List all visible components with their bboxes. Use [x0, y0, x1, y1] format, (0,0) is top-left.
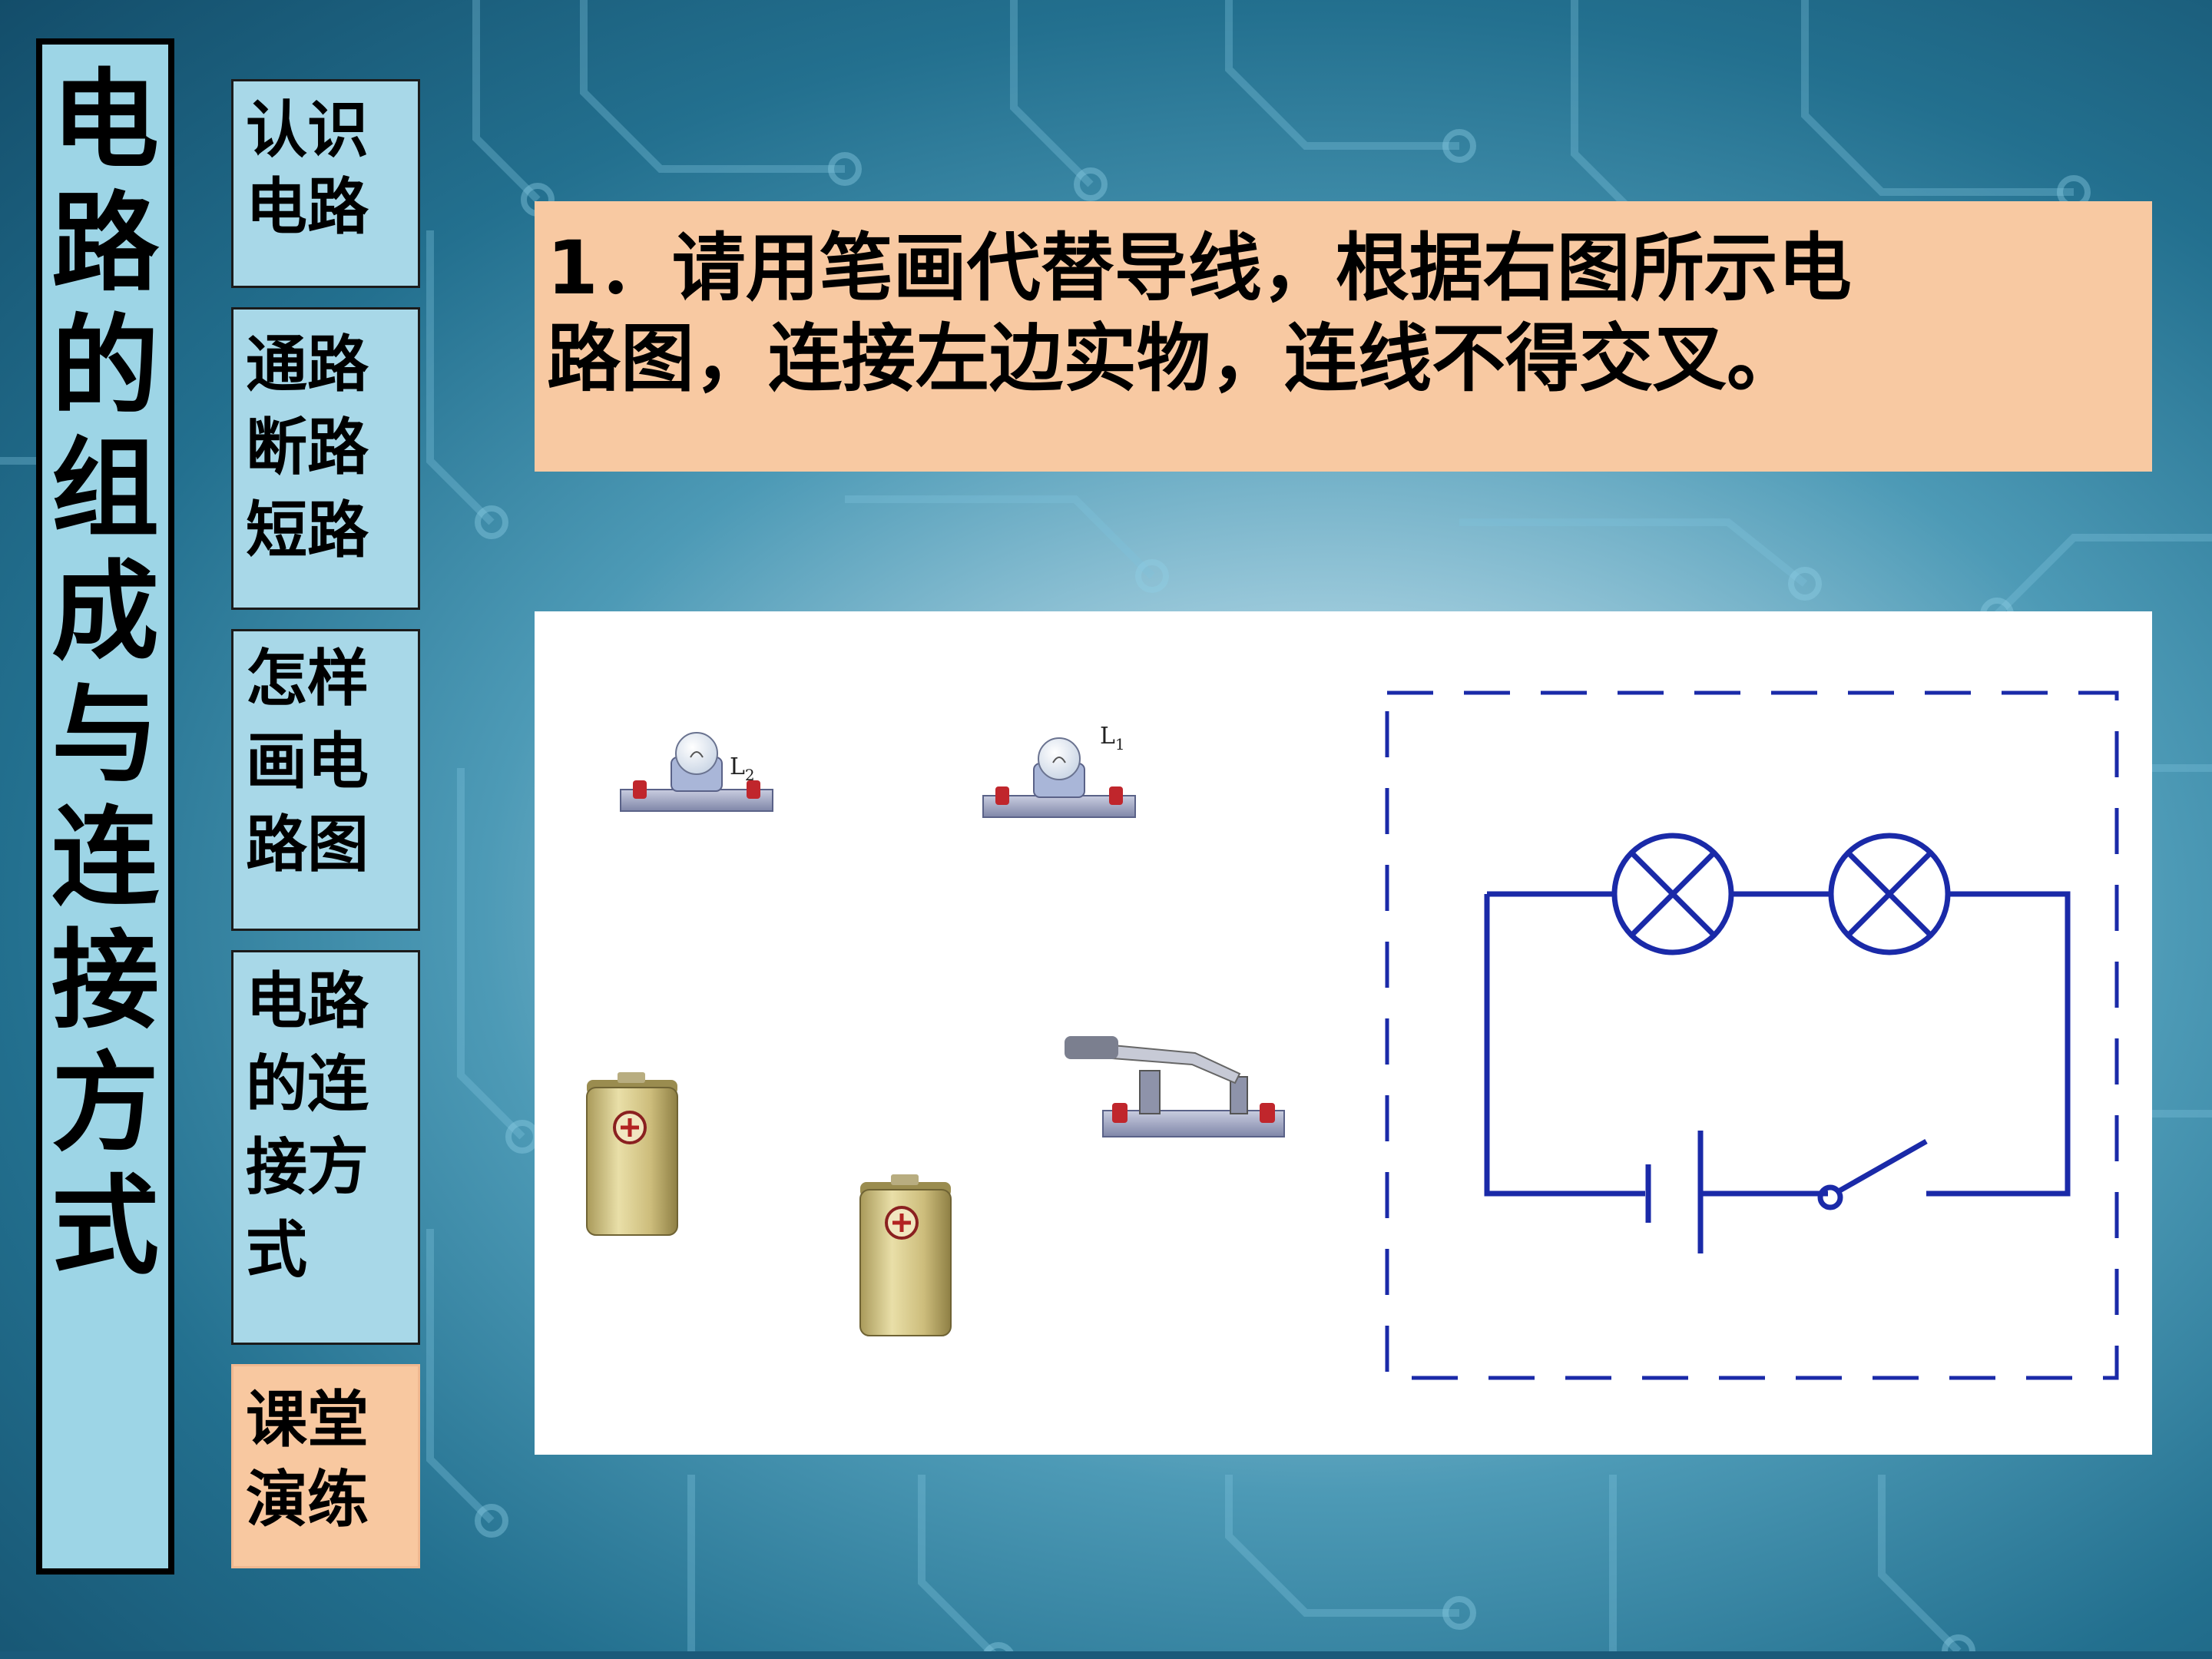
title-char: 方 [51, 1041, 159, 1167]
nav-item-label: 怎样 [246, 643, 369, 714]
nav-item-label: 课堂 [246, 1384, 369, 1455]
figure-panel: L2 L1 [535, 611, 2152, 1455]
nav-item-label: 接方 [246, 1131, 369, 1203]
title-char: 路 [51, 181, 159, 306]
lamp-symbol-2 [1828, 833, 1951, 955]
bulb-l1-label: L1 [1100, 723, 1125, 753]
nav-item-label: 电路 [246, 965, 369, 1037]
nav-item-connection-methods[interactable]: 电路 的连 接方 式 [231, 950, 420, 1345]
switch-symbol-pivot [1817, 1184, 1843, 1210]
question-box: 1．请用笔画代替导线，根据右图所示电 路图，连接左边实物，连线不得交叉。 [535, 201, 2152, 472]
nav-item-label: 短路 [246, 495, 369, 566]
nav-item-label: 演练 [246, 1464, 369, 1535]
nav-item-draw-diagram[interactable]: 怎样 画电 路图 [231, 629, 420, 931]
battery-1 [586, 1072, 678, 1236]
title-char: 的 [51, 304, 159, 429]
lamp-symbol-1 [1611, 833, 1734, 955]
nav-item-label: 断路 [246, 412, 369, 483]
bulb-l1: L1 [982, 723, 1136, 818]
question-text-line: 路图，连接左边实物，连线不得交叉。 [547, 316, 1800, 402]
dashed-frame [1385, 690, 2119, 1380]
title-char: 成 [51, 550, 159, 675]
nav-item-label: 认识 [246, 94, 369, 166]
title-char: 与 [51, 673, 159, 798]
nav-item-label: 的连 [246, 1048, 369, 1120]
knife-switch [1065, 1036, 1285, 1137]
bulb-l2-label: L2 [730, 753, 755, 784]
switch-symbol-blade [1836, 1138, 1928, 1195]
nav-item-label: 路图 [246, 809, 369, 880]
circuit-figure: L2 L1 [586, 690, 2119, 1380]
title-char: 连 [51, 796, 159, 921]
title-char: 电 [51, 58, 159, 184]
battery-2 [859, 1174, 952, 1336]
nav-item-label: 电路 [246, 171, 369, 243]
nav-item-label: 式 [246, 1214, 307, 1286]
title-char: 接 [51, 919, 159, 1044]
nav-item-label: 通路 [246, 329, 369, 400]
circuit-diagram [1385, 690, 2119, 1380]
question-text-line: 1．请用笔画代替导线，根据右图所示电 [547, 225, 1852, 311]
bulb-l2: L2 [620, 732, 773, 812]
title-char: 式 [51, 1164, 159, 1290]
bottom-bar [0, 1651, 2212, 1659]
vertical-title-panel: 电 路 的 组 成 与 连 接 方 式 [36, 38, 174, 1575]
nav-item-class-practice[interactable]: 课堂 演练 [231, 1364, 420, 1568]
title-char: 组 [51, 427, 159, 552]
nav-item-label: 画电 [246, 726, 369, 797]
nav-item-circuit-states[interactable]: 通路 断路 短路 [231, 307, 420, 610]
nav-item-recognize-circuit[interactable]: 认识 电路 [231, 79, 420, 288]
